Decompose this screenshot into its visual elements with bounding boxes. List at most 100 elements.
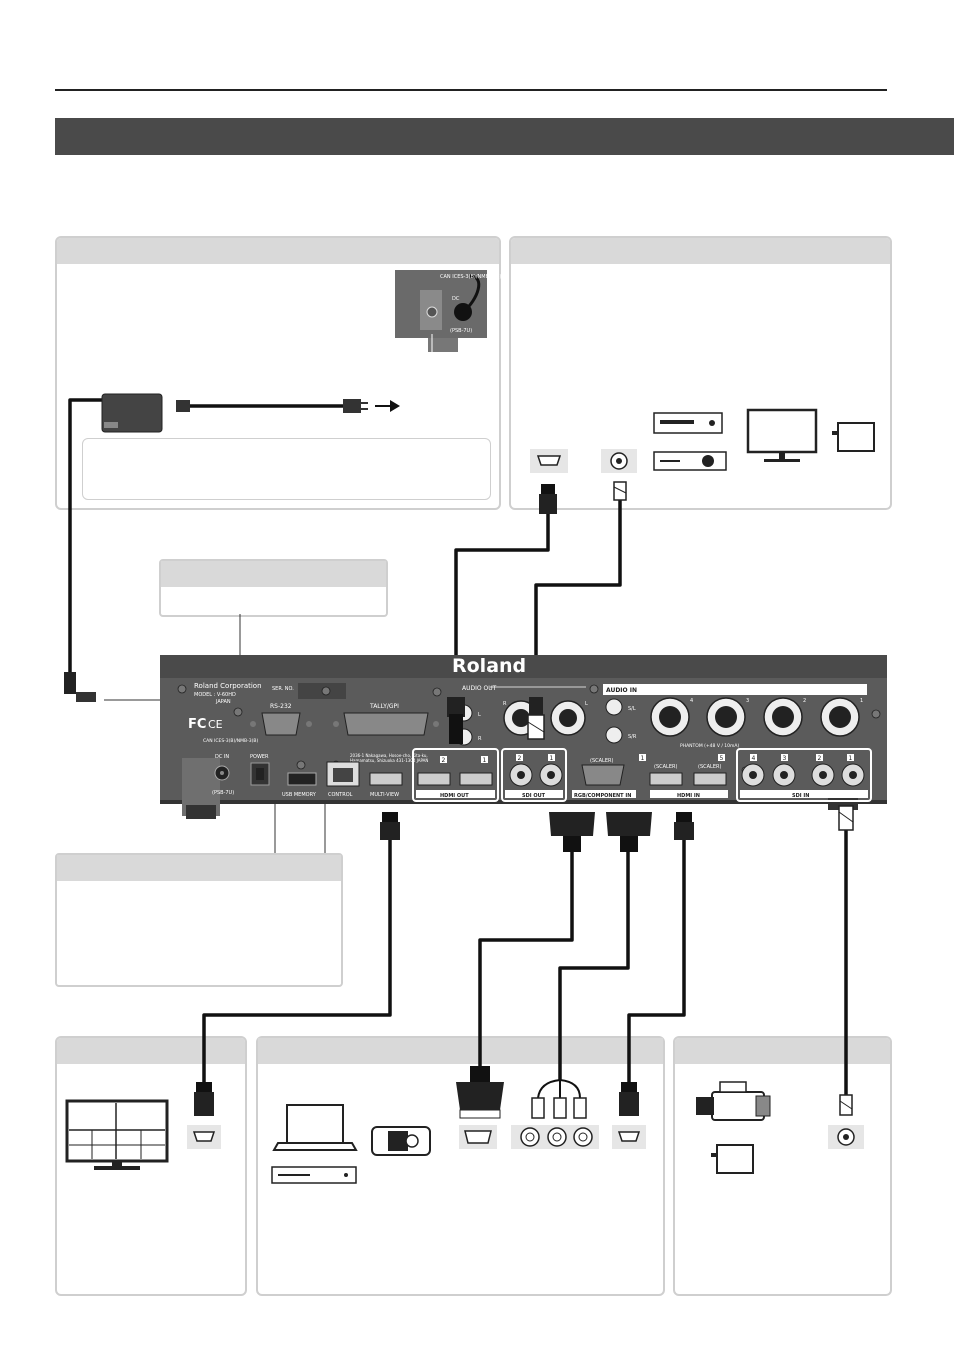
- rgb-component-in-port[interactable]: (SCALER) RGB/COMPONENT IN: [572, 758, 636, 799]
- svg-text:AUDIO OUT: AUDIO OUT: [462, 685, 497, 692]
- svg-text:TALLY/GPI: TALLY/GPI: [369, 703, 399, 710]
- fc-mark: FC: [188, 717, 206, 732]
- power-note-box: [82, 438, 491, 500]
- inset-dc-label: DC: [452, 296, 460, 302]
- sdi-out-ports[interactable]: SDI OUT 2 1: [501, 748, 567, 802]
- vga-port-icon: [459, 1125, 497, 1149]
- svg-text:PHANTOM (+48 V / 10mA): PHANTOM (+48 V / 10mA): [680, 743, 739, 749]
- svg-text:USB MEMORY: USB MEMORY: [282, 792, 317, 798]
- device-rear-panel: Roland Roland Corporation MODEL : V-60HD…: [160, 655, 887, 819]
- svg-text:R: R: [503, 701, 507, 707]
- screws: [177, 684, 881, 774]
- multiview-monitor-panel-header: [57, 1038, 245, 1064]
- tally-gpi-port[interactable]: TALLY/GPI: [333, 703, 439, 736]
- camcorder-icon: [371, 1126, 431, 1156]
- computer-sources-panel: [256, 1036, 665, 1296]
- svg-text:HDMI OUT: HDMI OUT: [440, 793, 469, 799]
- multiview-monitor-panel: [55, 1036, 247, 1296]
- sdi-out-cable: [534, 500, 622, 697]
- multi-view-port[interactable]: MULTI-VIEW: [369, 772, 403, 798]
- source-hdmi-plug: [619, 1082, 639, 1116]
- origin-label: JAPAN: [215, 699, 231, 705]
- svg-text:HDMI IN: HDMI IN: [677, 793, 700, 799]
- component-cable: [558, 850, 630, 1080]
- output-devices-panel-header: [511, 238, 890, 264]
- svg-text:SDI OUT: SDI OUT: [522, 793, 546, 799]
- multiview-monitor-icon: [65, 1099, 169, 1170]
- svg-text:(PSB-7U): (PSB-7U): [212, 790, 234, 796]
- rs232-port[interactable]: RS-232: [250, 703, 312, 736]
- hdmi-in-plug: [674, 812, 694, 840]
- sdi-in-plug: [838, 805, 854, 831]
- dc-in-port[interactable]: DC IN (PSB-7U): [212, 754, 234, 796]
- svg-text:2: 2: [803, 698, 806, 704]
- sdi-sources-panel: [673, 1036, 892, 1296]
- multiview-hdmi-plug: [194, 1082, 214, 1116]
- dc-plug: [64, 672, 96, 702]
- power-switch[interactable]: POWER: [250, 754, 270, 786]
- multiview-cable: [202, 838, 392, 1082]
- serial-label: SER. NO.: [272, 686, 294, 692]
- can-icon-label: CAN ICES-3(B)/NMB-3(B): [203, 738, 258, 744]
- svg-text:POWER: POWER: [250, 754, 269, 760]
- recorder-icon: [832, 422, 875, 452]
- svg-text:L: L: [478, 712, 481, 718]
- top-rule: [55, 89, 887, 91]
- rgb-plug: [549, 812, 595, 852]
- dc-cable: [68, 398, 104, 672]
- svg-text:SDI IN: SDI IN: [792, 793, 809, 799]
- svg-text:2: 2: [818, 755, 822, 762]
- hdmi-out-ports[interactable]: HDMI OUT 2 1: [412, 748, 499, 802]
- svg-text:(SCALER): (SCALER): [654, 764, 677, 770]
- svg-text:3: 3: [746, 698, 749, 704]
- model-label: MODEL : V-60HD: [194, 692, 236, 698]
- svg-text:2: 2: [518, 755, 522, 762]
- svg-text:5: 5: [720, 755, 724, 762]
- hdmi-in-cable: [627, 838, 686, 1082]
- roland-logo: Roland: [452, 655, 526, 677]
- sdi-source-bnc-port-icon: [828, 1125, 864, 1149]
- audio-in[interactable]: AUDIO IN S/L S/R 4 3 2 1 PHANTOM (+48 V …: [603, 684, 867, 749]
- multiview-plug: [380, 812, 400, 840]
- laptop-icon: [272, 1104, 358, 1151]
- svg-text:DC IN: DC IN: [215, 754, 229, 760]
- ce-mark: CE: [208, 718, 223, 731]
- svg-text:R: R: [478, 736, 482, 742]
- address-line1: 2036-1 Nakagawa, Hosoe-cho, Kita-ku,: [350, 753, 428, 758]
- component-split: [537, 1079, 581, 1099]
- hdmi-out-cable: [454, 512, 550, 697]
- hdmi-in-ports[interactable]: 1 (SCALER) 5 (SCALER) HDMI IN: [639, 754, 728, 799]
- source-hdmi-port-icon: [612, 1125, 646, 1149]
- svg-text:RGB/COMPONENT IN: RGB/COMPONENT IN: [574, 793, 631, 799]
- bluray-player-icon: [271, 1166, 357, 1184]
- svg-text:RS-232: RS-232: [270, 703, 292, 710]
- sdi-source-bnc-plug: [839, 1094, 853, 1116]
- svg-text:1: 1: [550, 755, 554, 762]
- section-title-bar: [55, 118, 954, 155]
- bnc-plug-top: [613, 481, 627, 501]
- hdmi-out-plug: [447, 697, 465, 744]
- svg-text:MULTI-VIEW: MULTI-VIEW: [370, 792, 399, 798]
- address-line2: Hamamatsu, Shizuoka 431-1304 JAPAN: [350, 758, 428, 763]
- svg-text:2: 2: [442, 757, 446, 764]
- company-label: Roland Corporation: [194, 682, 262, 690]
- inset-psb-label: (PSB-7U): [450, 328, 472, 334]
- svg-text:3: 3: [783, 755, 787, 762]
- projector-icon: [653, 451, 727, 471]
- computer-sources-panel-header-tab: [258, 1038, 663, 1064]
- inset-can-icon-label: CAN ICES-3(B)/NMB-3(B): [440, 274, 501, 280]
- component-plug: [606, 812, 652, 852]
- sdi-in-ports[interactable]: SDI IN 4 3 2 1: [736, 748, 872, 802]
- svg-text:S/L: S/L: [628, 706, 636, 712]
- pro-camera-icon: [696, 1081, 771, 1121]
- rgb-dsub-plug: [456, 1066, 504, 1119]
- usb-memory-port[interactable]: USB MEMORY: [282, 772, 317, 798]
- rs232-callout-header: [161, 561, 386, 587]
- usb-control-callout: [55, 853, 343, 987]
- multiview-hdmi-port-icon: [187, 1125, 221, 1149]
- sdi-sources-panel-header: [675, 1038, 890, 1064]
- control-port[interactable]: CONTROL: [326, 761, 360, 798]
- rs232-callout: [159, 559, 388, 617]
- svg-text:1: 1: [860, 698, 863, 704]
- svg-text:1: 1: [641, 755, 645, 762]
